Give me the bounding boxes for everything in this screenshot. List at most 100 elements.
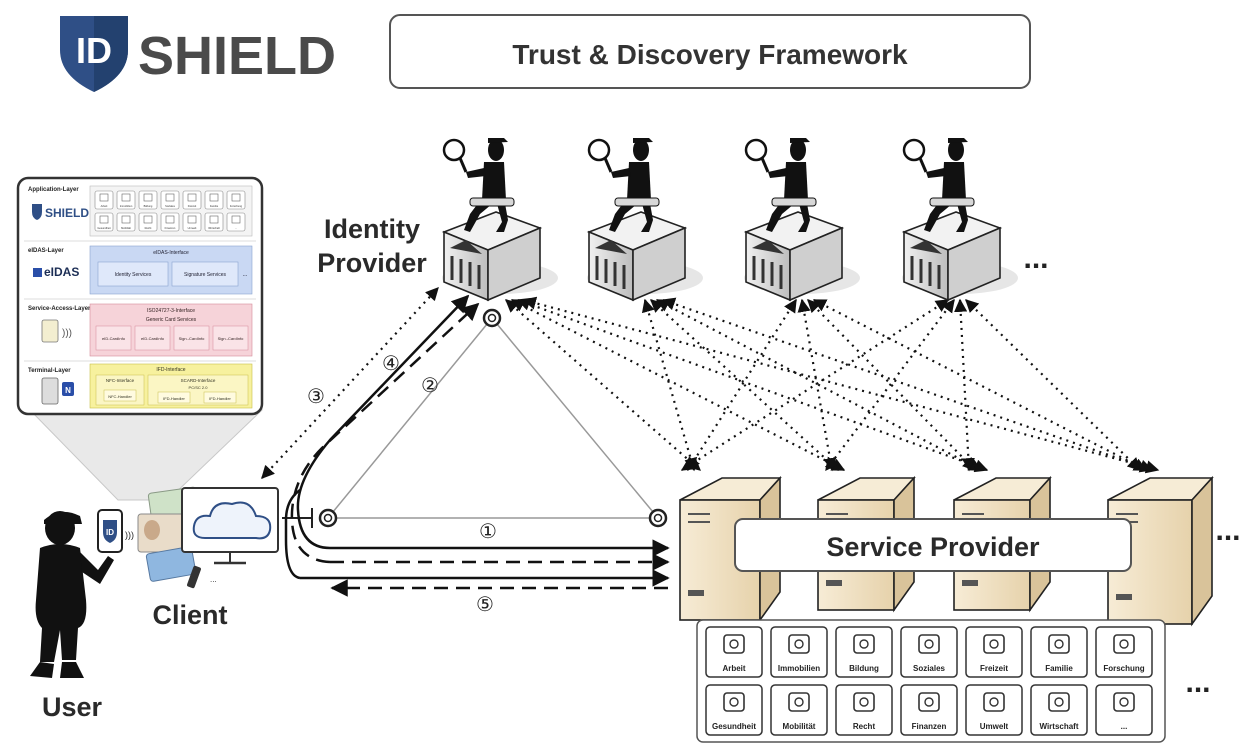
layer-service-access-sub: Generic Card Services [146,317,197,323]
trust-link-lines [505,296,1160,474]
sector-tile: Gesundheit [705,684,763,736]
service-access-box: eID-CardInfo [134,325,171,351]
eu-flag-icon [33,268,42,277]
person-document-icon [1113,692,1135,712]
title-box [389,14,1031,89]
layer-terminal-sub-right2: PC/SC 2.0 [189,385,209,390]
stack-app-icon: Gesundheit [94,212,114,232]
layer-eidas-box-1: Identity Services [115,272,152,278]
stack-app-icon: Wirtschaft [204,212,224,232]
stack-callout-beam [28,409,264,501]
service-access-box-label: Sign.-CardInfo [179,336,206,341]
service-provider-server-4 [1107,475,1214,627]
sector-label: Immobilien [778,664,820,673]
card-reader-icon [41,319,59,343]
sector-tile: Finanzen [900,684,958,736]
stack-app-icon: Umwelt [182,212,202,232]
bank-icon [752,240,784,254]
plant-icon [983,692,1005,712]
sector-label: ... [1121,722,1128,731]
phone-contactless-icon: ))) [125,530,134,540]
sector-label: Gesundheit [712,722,756,731]
sector-tile: Arbeit [705,626,763,678]
flow-step-3 [261,287,439,479]
service-access-box: Sign.-CardInfo [173,325,210,351]
identity-provider-2 [586,138,703,302]
people-icon [918,634,940,654]
stack-app-icon-label: Immobilien [120,204,133,208]
sector-tile: Wirtschaft [1030,684,1088,736]
investigator-icon [744,138,817,232]
stack-app-icon-label: Recht [145,226,152,230]
title: Trust & Discovery Framework [512,39,908,70]
stack-app-icon-label: Soziales [165,204,176,208]
stack-app-icon: Soziales [160,190,180,210]
heartbeat-icon [723,692,745,712]
terminal-box-label: IFD-Handler [163,396,185,401]
growth-icon [1048,692,1070,712]
sector-label: Forschung [1103,664,1144,673]
stack-app-icon-label: Gesundheit [97,226,111,230]
service-provider-banner [734,518,1132,572]
service-access-box-label: eID-CardInfo [141,336,165,341]
flow-step-1 [284,520,668,578]
step-3-label: ③ [307,386,325,408]
brand-logo: ID SHIELD [60,16,336,92]
terminal-box: IFD-Handler [203,391,237,404]
sector-tile: Immobilien [770,626,828,678]
service-access-box-label: eID-CardInfo [102,336,126,341]
card-terminal-icon [41,377,59,405]
sp-ellipsis: ... [1215,514,1240,547]
service-provider-label: Service Provider [826,532,1040,562]
contactless-icon: ))) [62,328,72,339]
sector-tile: ... [1095,684,1153,736]
user-label: User [42,692,103,722]
layer-terminal-header: IFD-Interface [156,367,185,373]
sector-label: Recht [853,722,876,731]
investigator-icon [902,138,975,232]
cloud-icon [192,501,272,540]
stack-app-icon: Mobilität [116,212,136,232]
step-5-label: ⑤ [476,594,494,616]
stack-app-icon-label: Bildung [144,204,153,208]
sector-label: Mobilität [783,722,816,731]
sector-tile: Freizeit [965,626,1023,678]
layer-eidas-brand: eIDAS [44,265,79,279]
stack-app-icon-label: Freizeit [188,204,197,208]
identity-provider-3 [743,138,860,302]
sector-label: Bildung [849,664,879,673]
service-provider-server-1 [679,475,782,623]
sector-label: Soziales [913,664,946,673]
house-icon [788,634,810,654]
stack-app-icon: Forschung [226,190,246,210]
sector-label: Familie [1045,664,1073,673]
terminal-box: NFC-Handler [103,389,137,402]
stack-app-icon: Arbeit [94,190,114,210]
protocol-flow: ① ② ③ ④ ⑤ [261,287,668,616]
stack-app-icon-label: Familie [210,204,219,208]
identity-provider-1 [441,138,558,302]
compass-icon [788,692,810,712]
scales-icon [853,692,875,712]
stack-app-icon-label: Forschung [230,204,243,208]
layer-eidas-box-3: ... [242,272,247,278]
stack-app-icon: Finanzen [160,212,180,232]
handshake-icon [983,634,1005,654]
money-bag-icon [918,692,940,712]
layer-terminal-sub-right: SCARD-Interface [181,378,216,383]
stack-app-icon-label: Wirtschaft [208,226,220,230]
sector-tile: Bildung [835,626,893,678]
identity-providers [441,138,1018,302]
layer-terminal-name: Terminal-Layer [28,368,71,374]
stack-app-icon: Freizeit [182,190,202,210]
identity-provider-label-line1: Identity [324,214,420,244]
investigator-icon [587,138,660,232]
bank-icon [595,240,627,254]
layer-application-brand: SHIELD [45,206,89,220]
sector-tile: Familie [1030,626,1088,678]
stack-app-icon: Familie [204,190,224,210]
